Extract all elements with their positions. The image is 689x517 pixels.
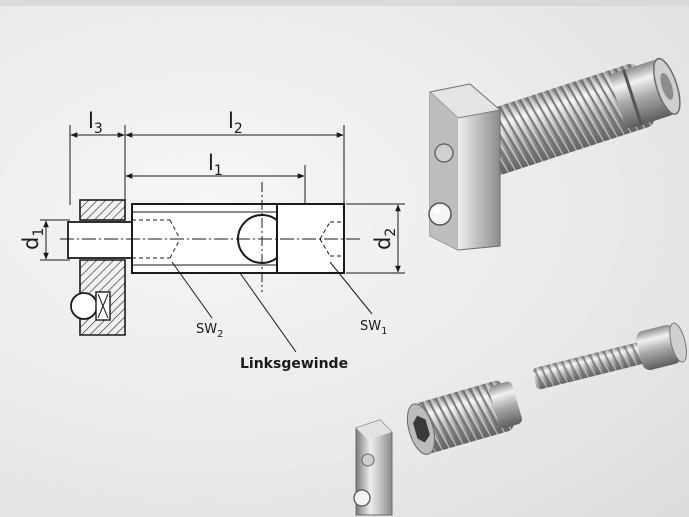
- housing-top-section: [79, 199, 126, 221]
- ball-section: [70, 292, 98, 320]
- label-sw1: SW1: [360, 319, 387, 337]
- dimension-labels: l3 l2 l1 d1 d2 SW2 SW1 Linksgewinde: [19, 109, 399, 372]
- photo-assembled: [428, 57, 681, 251]
- label-d2: d2: [371, 228, 399, 250]
- drawing-group: [40, 125, 405, 353]
- label-l2: l2: [228, 109, 243, 137]
- label-l1: l1: [208, 151, 223, 179]
- label-thread: Linksgewinde: [240, 356, 348, 372]
- label-sw2: SW2: [196, 322, 223, 340]
- photo-exploded: [353, 322, 687, 516]
- label-d1: d1: [19, 228, 47, 250]
- label-l3: l3: [88, 109, 103, 137]
- pin: [67, 221, 133, 259]
